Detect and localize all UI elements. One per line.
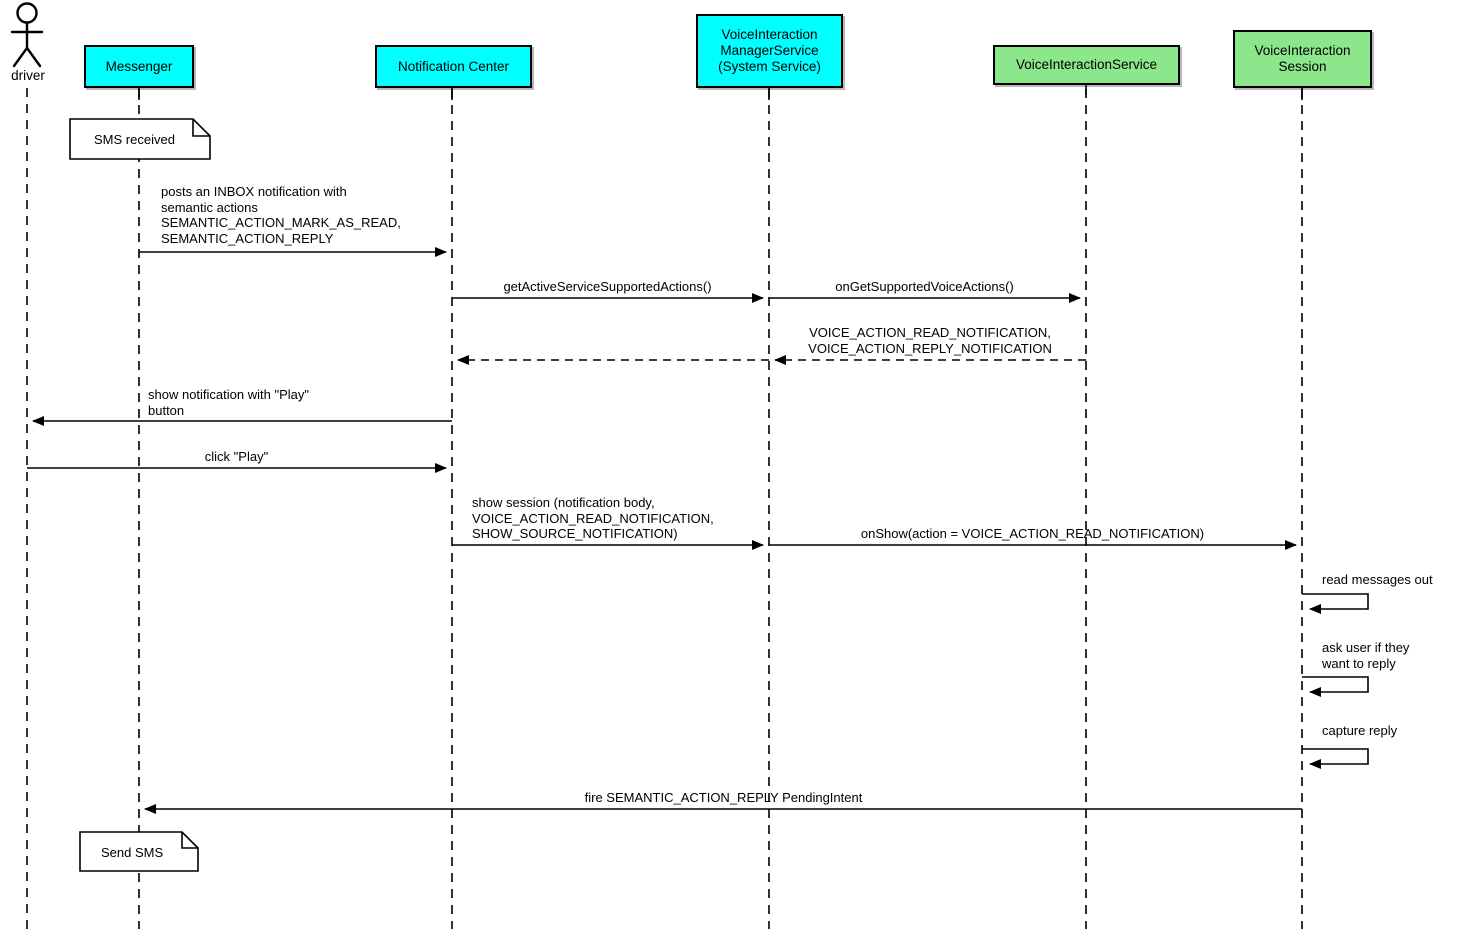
participant-notification-center[interactable]: Notification Center: [375, 45, 532, 88]
participant-voice-interaction-manager-service[interactable]: VoiceInteraction ManagerService (System …: [696, 14, 843, 88]
participant-session-label-line-2: Session: [1278, 59, 1327, 74]
message-label-on-get-supported-voice-actions: onGetSupportedVoiceActions(): [835, 279, 1014, 294]
lifeline-stubs: [138, 83, 1303, 100]
self-loop-capture-reply: [1302, 748, 1369, 769]
self-message-label-read-messages-out: read messages out: [1322, 572, 1433, 587]
participant-vims-label-line-2: ManagerService: [720, 43, 819, 58]
participant-voice-interaction-service[interactable]: VoiceInteractionService: [993, 45, 1180, 85]
self-loop-read-messages-out: [1302, 593, 1369, 614]
message-label-on-show: onShow(action = VOICE_ACTION_READ_NOTIFI…: [860, 526, 1205, 541]
participant-vims-label-line-3: (System Service): [718, 59, 821, 74]
message-label-fire-pending-intent: fire SEMANTIC_ACTION_REPLY PendingIntent: [584, 790, 863, 805]
actor-driver-label: driver: [11, 68, 45, 83]
participant-vims-label-line-1: VoiceInteraction: [721, 27, 818, 42]
self-message-label-capture-reply: capture reply: [1322, 723, 1398, 738]
note-sms-received-label: SMS received: [94, 132, 175, 147]
participant-session-label-line-1: VoiceInteraction: [1254, 43, 1351, 58]
actor-driver-figure: [10, 2, 44, 68]
participant-voice-interaction-session[interactable]: VoiceInteraction Session: [1233, 30, 1372, 88]
message-label-show-session: show session (notification body,VOICE_AC…: [472, 495, 714, 541]
message-label-return-voice-actions: VOICE_ACTION_READ_NOTIFICATION,VOICE_ACT…: [808, 325, 1052, 356]
participant-messenger[interactable]: Messenger: [84, 45, 194, 88]
participant-messenger-label: Messenger: [105, 58, 173, 74]
message-label-get-active-service-supported-actions: getActiveServiceSupportedActions(): [503, 279, 712, 294]
participant-vis-label: VoiceInteractionService: [1015, 57, 1158, 72]
self-loop-ask-user-reply: [1302, 676, 1369, 697]
note-send-sms-label: Send SMS: [101, 845, 164, 860]
self-message-loops: [1302, 593, 1369, 769]
note-send-sms-shape: [79, 831, 199, 872]
message-arrows: [27, 247, 1302, 814]
message-label-click-play: click "Play": [204, 449, 269, 464]
note-sms-received-shape: [69, 118, 211, 160]
message-label-show-notification: show notification with "Play"button: [148, 387, 309, 418]
lifelines: [26, 88, 1303, 929]
participant-notification-center-label: Notification Center: [397, 58, 510, 74]
